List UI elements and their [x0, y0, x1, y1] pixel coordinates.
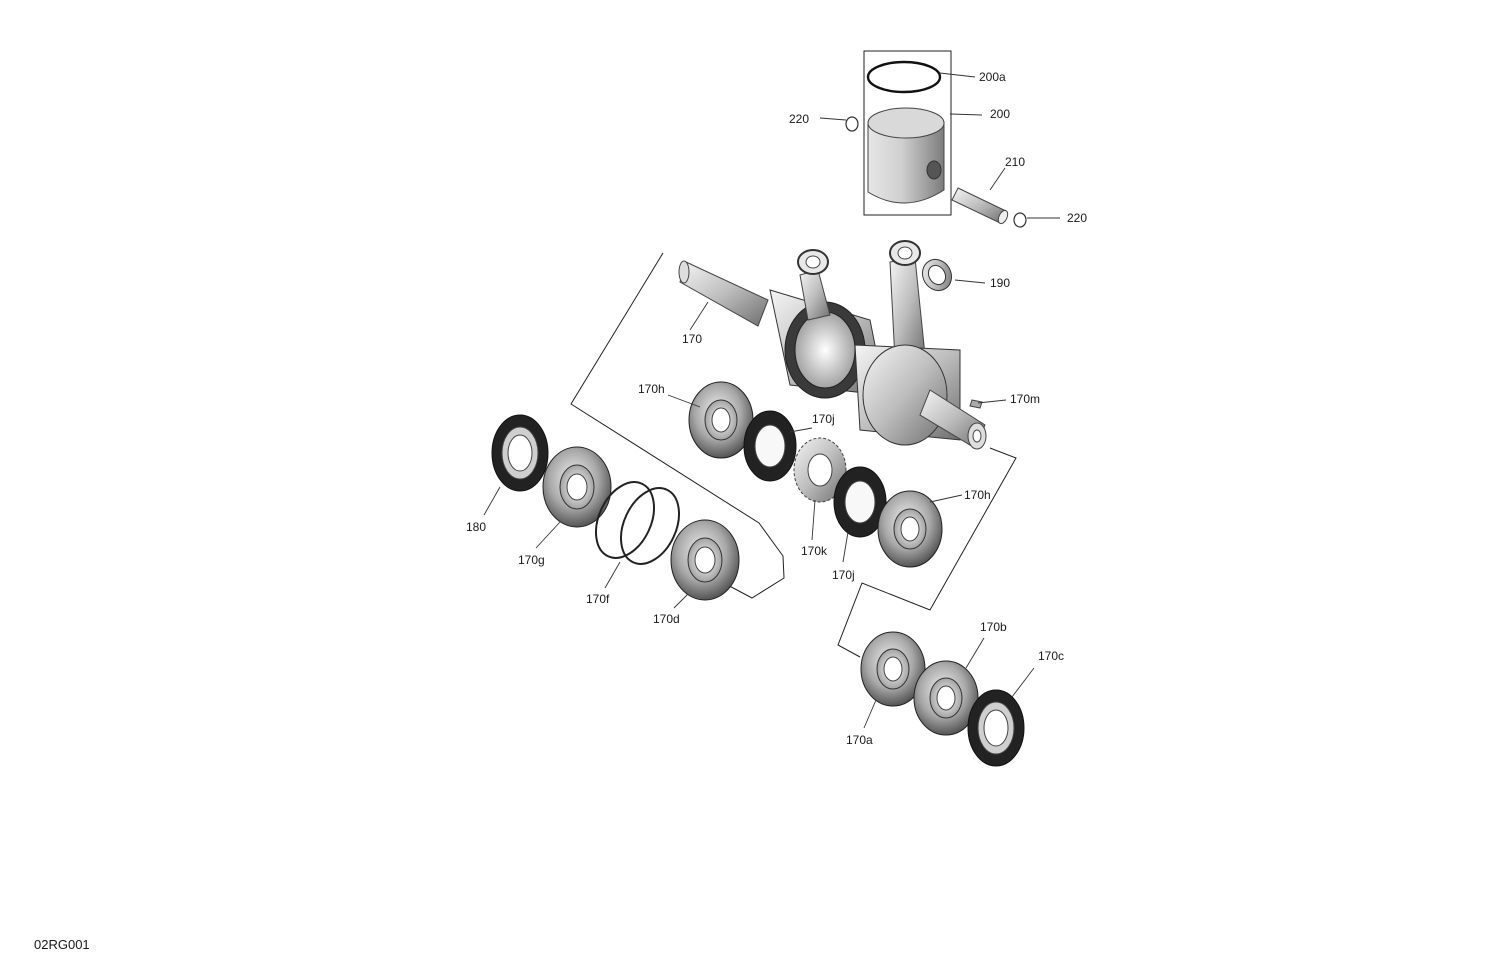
- crankshaft-icon: [678, 240, 987, 450]
- callout-170a: 170a: [846, 733, 873, 747]
- callout-170g: 170g: [518, 553, 545, 567]
- ball-bearing-icon: [877, 490, 943, 568]
- callout-210: 210: [1005, 155, 1025, 169]
- callout-190: 190: [990, 276, 1010, 290]
- output-bearing-group: [860, 631, 1035, 767]
- oil-seal-icon: [491, 414, 549, 492]
- callout-170j-bottom: 170j: [832, 568, 855, 582]
- callout-200a: 200a: [979, 70, 1006, 84]
- callout-200: 200: [990, 107, 1010, 121]
- snap-ring-icon: [594, 481, 681, 565]
- ball-bearing-icon: [542, 446, 612, 528]
- callout-170b: 170b: [980, 620, 1007, 634]
- circlip-icon: [845, 116, 859, 132]
- crankshaft-frame-left: [570, 252, 785, 599]
- ball-bearing-icon: [913, 660, 979, 736]
- crankshaft-group: [483, 240, 1017, 658]
- callout-labels: 200a 200 220 210 220 190 170 170h 170j 1…: [466, 70, 1087, 747]
- needle-bearing-icon: [921, 258, 953, 292]
- ball-bearing-icon: [860, 631, 926, 707]
- ball-bearing-icon: [688, 381, 754, 459]
- callout-170f: 170f: [586, 592, 610, 606]
- callout-170c: 170c: [1038, 649, 1064, 663]
- callout-170m: 170m: [1010, 392, 1040, 406]
- piston-kit-frame: [863, 50, 952, 216]
- callout-170h-right: 170h: [964, 488, 991, 502]
- oil-seal-icon: [743, 410, 797, 482]
- circlip-icon: [1013, 212, 1027, 228]
- drawing-code: 02RG001: [34, 937, 90, 952]
- piston-group: [819, 50, 1060, 228]
- oil-seal-icon: [967, 689, 1025, 767]
- callout-220-left: 220: [789, 112, 809, 126]
- callout-170h-left: 170h: [638, 382, 665, 396]
- callout-220-right: 220: [1067, 211, 1087, 225]
- crankshaft-frame-right: [837, 447, 1017, 658]
- piston-ring-icon: [866, 60, 942, 94]
- callout-170d: 170d: [653, 612, 680, 626]
- callout-170j-top: 170j: [812, 412, 835, 426]
- piston-icon: [867, 107, 945, 204]
- callout-170: 170: [682, 332, 702, 346]
- callout-170k: 170k: [801, 544, 828, 558]
- piston-pin-icon: [951, 187, 1009, 225]
- callout-180: 180: [466, 520, 486, 534]
- gear-icon: [793, 437, 847, 503]
- oil-seal-icon: [833, 466, 887, 538]
- ball-bearing-icon: [670, 519, 740, 601]
